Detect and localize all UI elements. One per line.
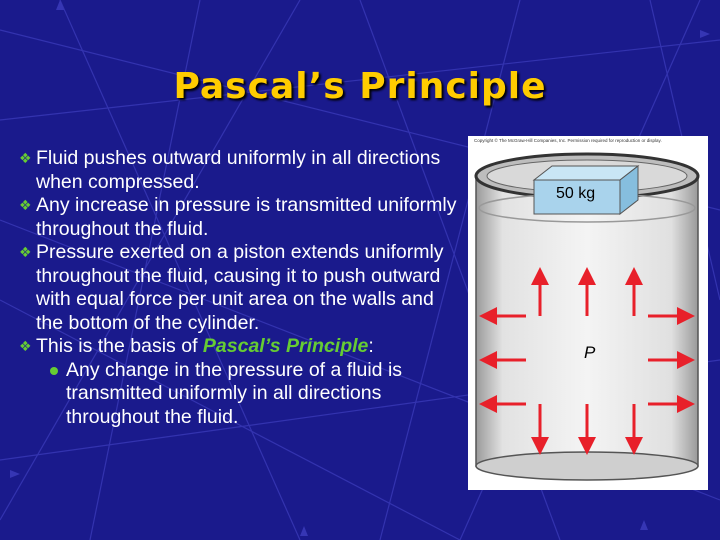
- bullet-item: ❖ Fluid pushes outward uniformly in all …: [19, 147, 462, 194]
- cylinder-bottom: [475, 451, 699, 481]
- bullet-item: ❖ This is the basis of Pascal’s Principl…: [19, 335, 462, 359]
- pascal-principle-emphasis: Pascal’s Principle: [202, 335, 369, 357]
- bullet-item: ❖ Pressure exerted on a piston extends u…: [19, 241, 462, 335]
- sub-bullet-dot-icon: [50, 366, 58, 375]
- bullet-text-suffix: :: [368, 335, 374, 357]
- bullet-marker-icon: ❖: [19, 150, 32, 166]
- mass-label: 50 kg: [556, 185, 596, 202]
- bullet-text-prefix: This is the basis of: [36, 335, 203, 357]
- cylinder-diagram: [474, 152, 700, 481]
- bullet-marker-icon: ❖: [19, 197, 32, 213]
- slide-title: Pascal’s Principle: [173, 66, 547, 107]
- bullet-list: ❖ Fluid pushes outward uniformly in all …: [19, 147, 462, 430]
- figure-copyright: Copyright © The McGraw-Hill Companies, I…: [474, 138, 662, 143]
- sub-bullet-item: Any change in the pressure of a fluid is…: [22, 359, 462, 430]
- pascal-cylinder-figure: Copyright © The McGraw-Hill Companies, I…: [468, 136, 708, 490]
- bullet-marker-icon: ❖: [19, 338, 32, 354]
- pressure-label: P: [584, 343, 596, 362]
- bullet-text: Any increase in pressure is transmitted …: [36, 194, 457, 240]
- bullet-marker-icon: ❖: [19, 244, 32, 260]
- bullet-text: Pressure exerted on a piston extends uni…: [36, 241, 444, 334]
- bullet-item: ❖ Any increase in pressure is transmitte…: [19, 194, 462, 241]
- bullet-text: Fluid pushes outward uniformly in all di…: [36, 147, 441, 193]
- sub-bullet-text: Any change in the pressure of a fluid is…: [66, 358, 403, 428]
- mass-block: [532, 164, 640, 216]
